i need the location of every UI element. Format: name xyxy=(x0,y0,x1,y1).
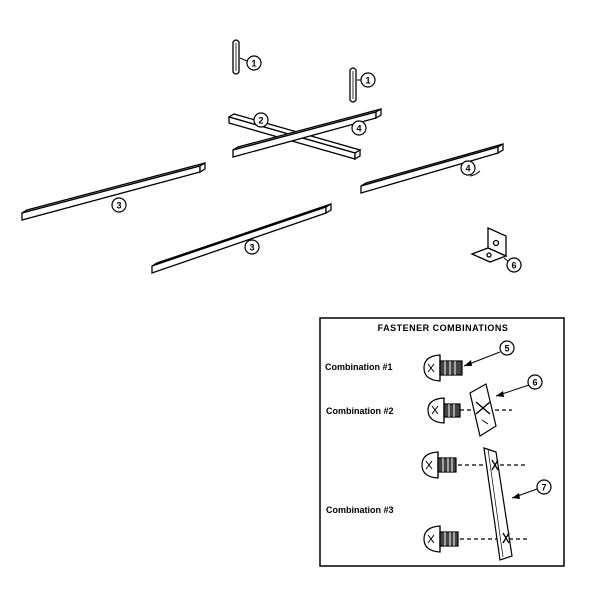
pin-part-1-left xyxy=(232,39,240,75)
clip-part-6 xyxy=(469,383,497,437)
bar-part-4-upper xyxy=(232,107,382,158)
callout-part-4-right: 4 xyxy=(460,160,481,177)
callout-part-2: 2 xyxy=(253,112,269,128)
screw-combination-1 xyxy=(423,354,463,382)
bracket-part-6 xyxy=(470,226,508,263)
callout-part-1-right: 1 xyxy=(357,72,376,88)
bar-part-4-right xyxy=(360,142,504,194)
callout-part-7: 7 xyxy=(511,479,552,499)
combination-3-label: Combination #3 xyxy=(326,505,394,515)
callout-part-1-left: 1 xyxy=(239,55,262,71)
callout-label: 1 xyxy=(251,59,256,69)
callout-label: 7 xyxy=(541,483,546,493)
callout-part-6-bracket: 6 xyxy=(503,257,522,273)
callout-label: 3 xyxy=(116,201,121,211)
screw-combination-3-lower xyxy=(423,525,530,553)
callout-label: 5 xyxy=(504,344,509,354)
callout-label: 2 xyxy=(258,116,263,126)
combination-2-label: Combination #2 xyxy=(326,406,394,416)
callout-part-3-left: 3 xyxy=(111,197,127,213)
callout-part-5: 5 xyxy=(463,340,515,367)
screw-combination-2 xyxy=(427,397,512,424)
bar-part-3-lower xyxy=(151,202,332,274)
callout-part-3-lower: 3 xyxy=(244,239,260,255)
plate-part-7 xyxy=(483,447,513,561)
fastener-combinations-box: FASTENER COMBINATIONS Combination #1 Com… xyxy=(319,317,565,567)
callout-label: 3 xyxy=(249,243,254,253)
combination-1-label: Combination #1 xyxy=(325,362,393,372)
callout-label: 6 xyxy=(511,261,516,271)
callout-part-6-clip: 6 xyxy=(495,374,543,397)
callout-label: 4 xyxy=(465,164,470,174)
bar-part-3-left xyxy=(21,161,206,221)
callout-label: 4 xyxy=(356,124,361,134)
pin-part-1-right xyxy=(349,67,357,103)
callout-label: 1 xyxy=(365,76,370,86)
callout-label: 6 xyxy=(532,378,537,388)
callout-part-4-upper: 4 xyxy=(351,120,367,136)
fastener-box-title: FASTENER COMBINATIONS xyxy=(378,323,509,333)
